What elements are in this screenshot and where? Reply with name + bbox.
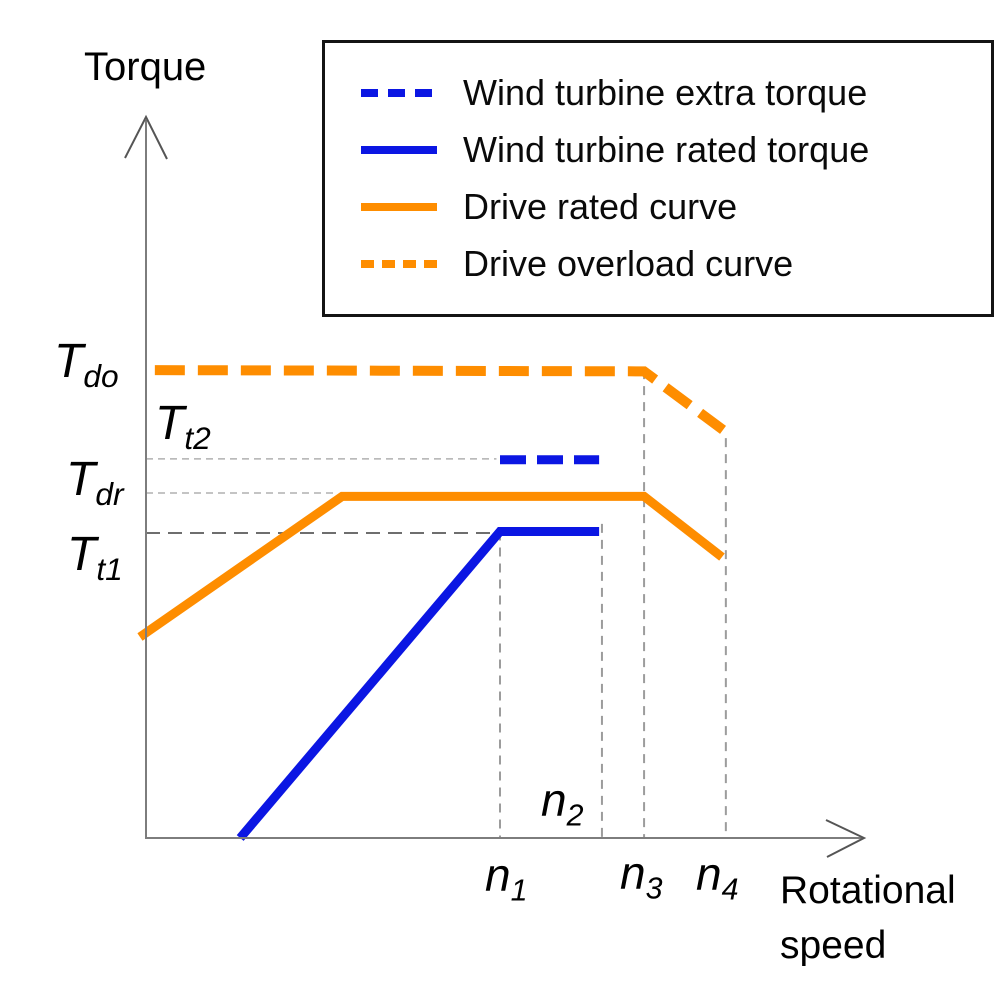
x-tick-n2: n2 (541, 774, 583, 831)
legend-box: Wind turbine extra torque Wind turbine r… (322, 40, 994, 317)
x-tick-n2-sub: 2 (566, 799, 584, 833)
y-tick-Tt1-sub: t1 (96, 551, 123, 588)
y-axis-arrowhead-icon (124, 114, 168, 160)
x-tick-n3: n3 (620, 847, 662, 904)
y-tick-Tt1-base: T (67, 528, 97, 581)
legend-item-drive-overload-curve: Drive overload curve (359, 236, 991, 293)
x-tick-n3-sub: 3 (645, 872, 663, 906)
y-tick-Tt2: Tt2 (155, 397, 211, 454)
x-axis-title-line2: speed (780, 924, 887, 968)
x-tick-n2-base: n (541, 774, 567, 826)
x-tick-n4: n4 (696, 848, 738, 905)
x-tick-n3-base: n (620, 847, 646, 899)
data-series-layer (137, 365, 726, 841)
x-axis-title-line1: Rotational (780, 869, 956, 912)
y-tick-Tt1: Tt1 (67, 528, 123, 585)
legend-item-drive-rated-curve: Drive rated curve (359, 179, 991, 236)
x-axis-arrowhead-icon (825, 819, 867, 858)
blue-solid-line-swatch-icon (361, 146, 437, 154)
orange-solid-line-swatch-icon (361, 203, 437, 211)
guide-lines-layer (146, 370, 727, 838)
legend-label: Drive overload curve (463, 243, 794, 284)
y-tick-Tdr-base: T (66, 453, 96, 506)
x-tick-n1: n1 (485, 849, 527, 906)
x-axis-title: Rotational speed (780, 863, 956, 974)
blue-dashed-line-swatch-icon (361, 89, 437, 97)
y-tick-Tdo: Tdo (54, 335, 119, 392)
x-tick-n1-sub: 1 (510, 874, 528, 908)
y-axis-title: Torque (84, 45, 207, 89)
x-tick-n1-base: n (485, 849, 511, 901)
legend-item-wind-turbine-rated-torque: Wind turbine rated torque (359, 122, 991, 179)
series-drive-rated-curve (137, 491, 725, 641)
orange-dashed-line-swatch-icon (361, 260, 437, 268)
legend-label: Wind turbine extra torque (463, 72, 868, 113)
series-wind-turbine-rated-torque (236, 526, 600, 841)
legend-label: Drive rated curve (463, 186, 738, 227)
y-tick-Tt2-sub: t2 (184, 420, 211, 457)
legend-label: Wind turbine rated torque (463, 129, 870, 170)
x-tick-n4-base: n (696, 848, 722, 900)
series-drive-overload-curve (154, 365, 726, 434)
y-tick-Tdr: Tdr (66, 453, 124, 510)
x-tick-n4-sub: 4 (721, 873, 739, 907)
y-tick-Tt2-base: T (155, 397, 185, 450)
legend-item-wind-turbine-extra-torque: Wind turbine extra torque (359, 65, 991, 122)
y-tick-Tdo-sub: do (83, 358, 119, 395)
y-tick-Tdo-base: T (54, 335, 84, 388)
y-tick-Tdr-sub: dr (95, 476, 124, 513)
